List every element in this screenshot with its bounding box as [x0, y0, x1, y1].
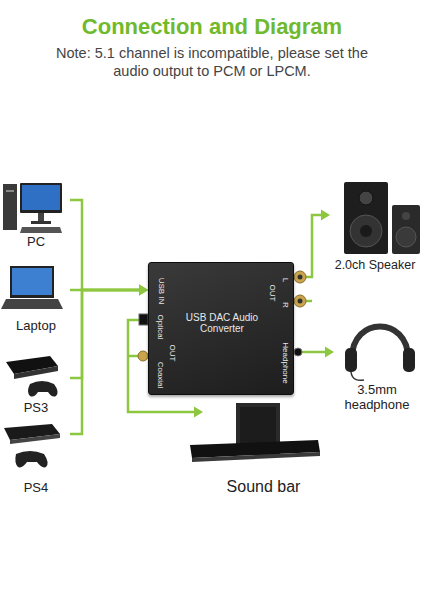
speaker-large [344, 182, 388, 254]
device-node: PS3 [2, 350, 70, 416]
speaker-tweeter [359, 191, 373, 205]
rca-port-core [298, 299, 303, 304]
speaker-woofer-cap [360, 225, 372, 237]
arrow-head [321, 210, 330, 221]
arrow-head [194, 407, 203, 418]
device-node: Laptop [2, 262, 70, 334]
headphone-jack [294, 348, 302, 356]
speaker-woofer [350, 215, 382, 247]
ps4-controller [15, 451, 47, 467]
speaker-small-woofer [396, 227, 416, 247]
port-label: OUT [268, 285, 277, 302]
device-node: PS4 [2, 420, 70, 496]
diagram-title: Connection and Diagram [0, 14, 424, 40]
headphone-band [352, 327, 408, 359]
laptop-lid [10, 266, 54, 298]
coaxial-port [138, 351, 148, 361]
port-label: OUT [168, 345, 177, 362]
headphone-cup [403, 348, 415, 372]
headphone-cup [345, 348, 357, 372]
speaker-small [392, 205, 420, 254]
soundbar-side [192, 452, 320, 462]
wire-stub [306, 300, 312, 303]
arrow-head [139, 285, 148, 296]
connector-line [294, 215, 322, 277]
ps4-console-side [10, 434, 60, 444]
port-label: L [281, 278, 290, 282]
device-label: PC [2, 235, 70, 250]
port-label: Headphone [281, 342, 290, 383]
arrow-head [139, 285, 148, 296]
port-label: R [281, 302, 290, 308]
pc-keyboard [20, 227, 62, 233]
headphone-cable [351, 372, 364, 380]
port-label: Coaxial [156, 362, 165, 389]
pc-tower [3, 184, 17, 230]
pc-screen [22, 185, 60, 210]
rca-port-core [298, 275, 303, 280]
arrow-head [139, 285, 148, 296]
device-label: PS3 [2, 401, 70, 416]
pc-tower-slot [6, 190, 14, 192]
connector-line [70, 200, 140, 290]
pc-base [31, 221, 51, 224]
laptop-base [1, 299, 63, 309]
rca-port [294, 295, 306, 307]
ps3-console-side [14, 366, 58, 379]
device-label: 3.5mm headphone [334, 383, 420, 413]
optical-port [139, 314, 148, 325]
device-node: PC [2, 178, 70, 250]
device-label: Laptop [2, 319, 70, 334]
speaker-small-tweeter [402, 212, 410, 220]
ps3-controller [28, 381, 58, 397]
connector-line [70, 290, 140, 378]
device-label: 2.0ch Speaker [330, 258, 420, 272]
pc-monitor [20, 183, 62, 213]
connector-arrow [70, 200, 148, 296]
laptop-screen [12, 268, 52, 295]
rca-port [294, 271, 306, 283]
arrow-head [139, 285, 148, 296]
device-name: USB DAC Audio Converter [180, 312, 264, 334]
note-text: Note: 5.1 channel is incompatible, pleas… [44, 44, 380, 80]
device-node: Sound bar [203, 400, 324, 496]
device-label: Sound bar [203, 478, 324, 496]
port-label: USB IN [157, 278, 166, 305]
connector-arrow [294, 347, 334, 358]
wire-stub [128, 355, 138, 358]
arrow-head [325, 347, 334, 358]
device-label: PS4 [2, 481, 70, 496]
device-node: 2.0ch Speaker [330, 178, 420, 272]
device-node: 3.5mm headphone [334, 305, 420, 413]
connector-arrow [294, 210, 330, 278]
converter-box: USB INOpticalOUTCoaxialUSB DAC Audio Con… [148, 262, 294, 395]
port-label: Optical [156, 315, 165, 340]
pc-stand [38, 213, 44, 221]
